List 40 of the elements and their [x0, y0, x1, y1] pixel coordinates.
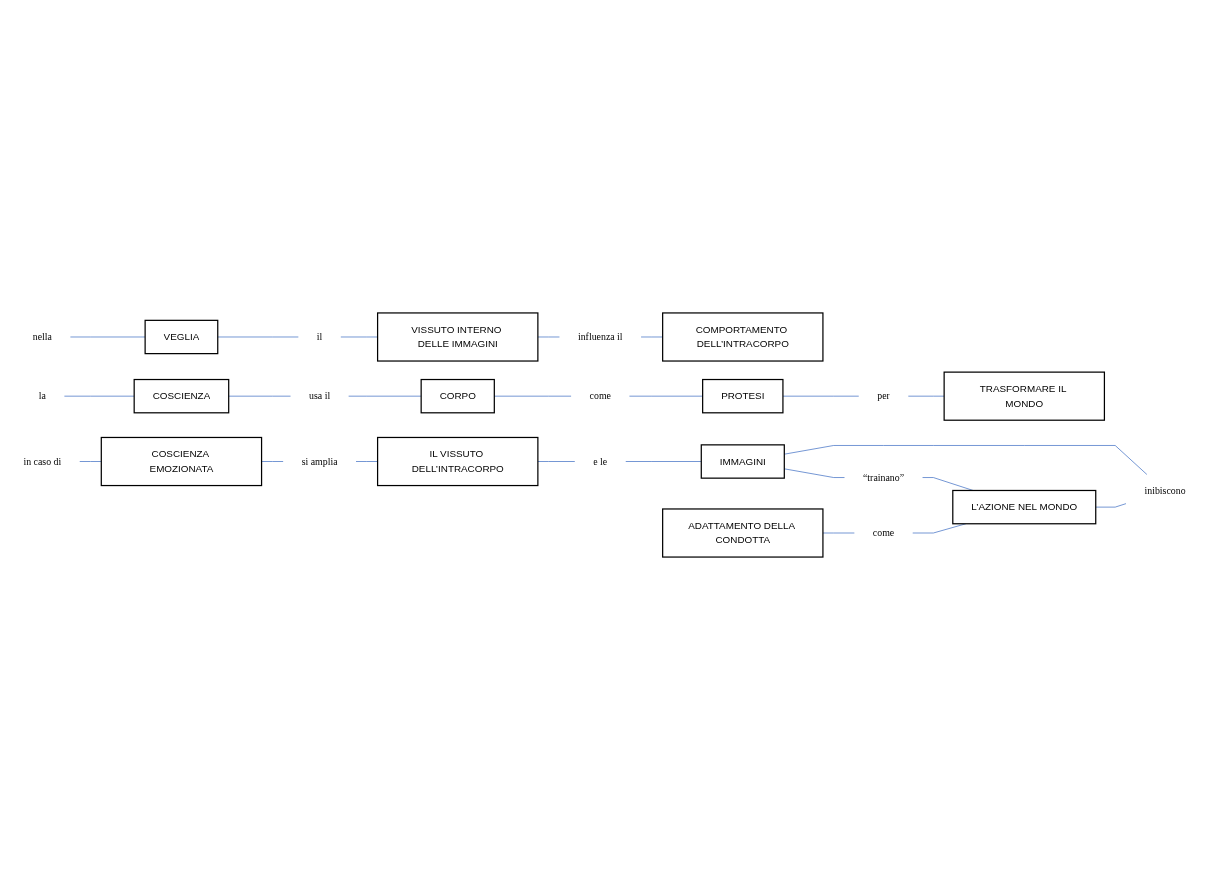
- connector: [70, 336, 146, 338]
- connector: [217, 336, 299, 338]
- node-text: nella: [32, 331, 52, 342]
- node-text: “trainano”: [862, 471, 905, 483]
- node-text: usa il: [309, 390, 331, 402]
- connector: [355, 461, 378, 462]
- node-box: IL VISSUTO DELL’INTRACORPO: [377, 436, 539, 487]
- connector: [537, 461, 576, 462]
- connector: [261, 461, 284, 462]
- node-text: e le: [593, 455, 608, 467]
- node-box: TRASFORMARE IL MONDO: [943, 371, 1106, 421]
- connector: [79, 461, 102, 462]
- connector: [822, 532, 855, 534]
- node-text: come: [872, 527, 895, 538]
- node-box: PROTESI: [702, 378, 784, 414]
- connector: [782, 395, 860, 397]
- node-box: ADATTAMENTO DELLA CONDOTTA: [662, 508, 824, 558]
- node-text: in caso di: [23, 455, 62, 467]
- node-text: influenza il: [577, 331, 623, 342]
- node-box: COSCIENZA: [133, 378, 230, 414]
- node-box: COSCIENZA EMOZIONATA: [100, 436, 263, 487]
- connector: [1095, 503, 1127, 508]
- node-text: il: [316, 331, 323, 342]
- node-text: come: [589, 390, 611, 402]
- connector: [348, 395, 422, 397]
- node-box: VEGLIA: [144, 319, 219, 355]
- node-box: COMPORTAMENTO DELL’INTRACORPO: [662, 312, 824, 362]
- connector: [64, 395, 135, 397]
- node-text: la: [38, 390, 46, 402]
- node-text: inibiscono: [1144, 485, 1186, 497]
- node-box: CORPO: [420, 378, 495, 414]
- node-box: IMMAGINI: [700, 444, 785, 479]
- connector: [625, 461, 702, 462]
- connector: [907, 395, 945, 397]
- node-box: L’AZIONE NEL MONDO: [952, 489, 1097, 525]
- connector: [537, 336, 560, 338]
- node-text: si amplia: [301, 455, 338, 467]
- node-box: VISSUTO INTERNO DELLE IMMAGINI: [377, 312, 539, 362]
- connector: [228, 395, 291, 397]
- node-text: per: [877, 390, 890, 402]
